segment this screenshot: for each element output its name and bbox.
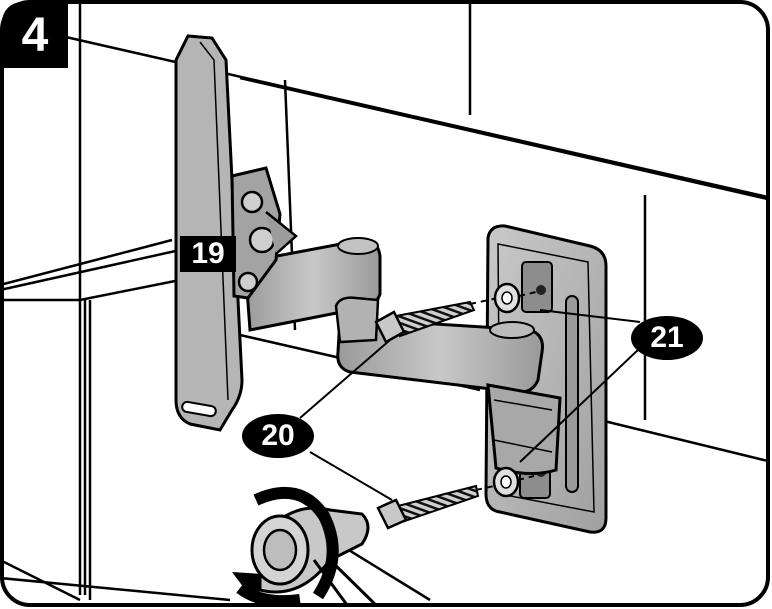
tv-bracket: [174, 34, 298, 432]
lag-bolt-upper: [374, 282, 537, 344]
lag-bolt-lower: [376, 466, 535, 530]
leader-lines: [299, 309, 641, 501]
rotation-arrow-icon: [232, 486, 339, 605]
part-label-20: 20: [242, 414, 314, 458]
part-label-19: 19: [180, 236, 236, 272]
socket-wrench: [250, 506, 382, 605]
part-label-21: 21: [631, 316, 703, 360]
step-number-badge: 4: [2, 2, 68, 68]
